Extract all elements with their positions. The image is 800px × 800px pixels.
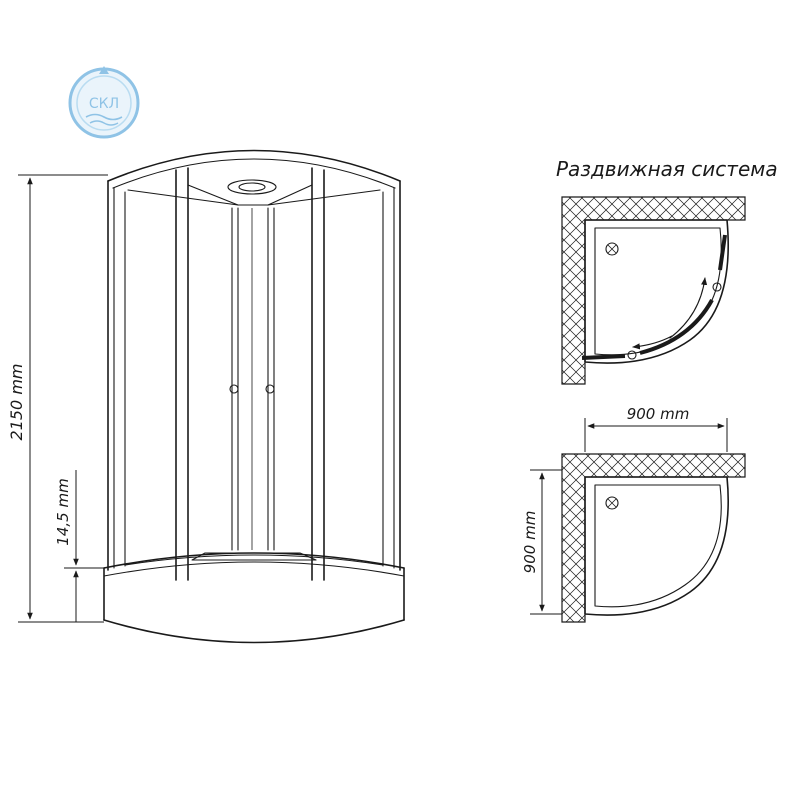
depth-dimension: 900 mm [521,469,562,615]
logo-text: СКЛ [89,96,119,112]
sliding-system-title: Раздвижная система [556,157,778,181]
brand-logo: СКЛ [68,66,140,139]
tray-height-dimension: 14,5 mm [54,470,104,622]
width-label: 900 mm [627,405,690,423]
plan-view [561,453,746,623]
depth-label: 900 mm [521,511,539,574]
front-view [103,149,405,644]
sliding-system-view: Раздвижная система [556,157,778,385]
tray-height-label: 14,5 mm [54,478,72,545]
height-label: 2150 mm [7,364,26,441]
width-dimension: 900 mm [584,405,728,452]
height-dimension: 2150 mm [7,174,108,623]
